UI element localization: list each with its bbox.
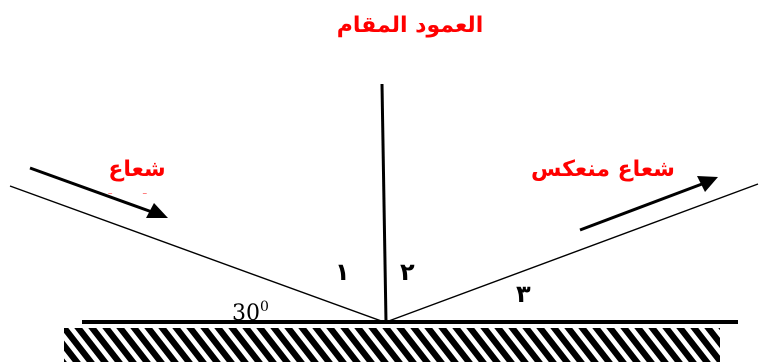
mirror-hatching (64, 328, 720, 362)
incident-label-partial-clip: ساقط (103, 191, 171, 216)
angle-3-label: ٣ (516, 280, 531, 308)
incident-ray (9, 185, 385, 323)
reflected-ray (385, 183, 759, 323)
incident-label-partial: ساقط (103, 191, 171, 216)
normal-line (380, 83, 388, 323)
reflected-label: شعاع منعكس (531, 157, 675, 182)
incident-label: شعاع (108, 157, 165, 182)
incident-arrow (29, 166, 168, 218)
angle-value: 300 (232, 299, 269, 326)
normal-label: العمود المقام (337, 13, 483, 38)
angle-2-label: ٢ (400, 258, 415, 286)
reflected-arrow (579, 176, 718, 232)
angle-1-label: ١ (335, 258, 350, 286)
